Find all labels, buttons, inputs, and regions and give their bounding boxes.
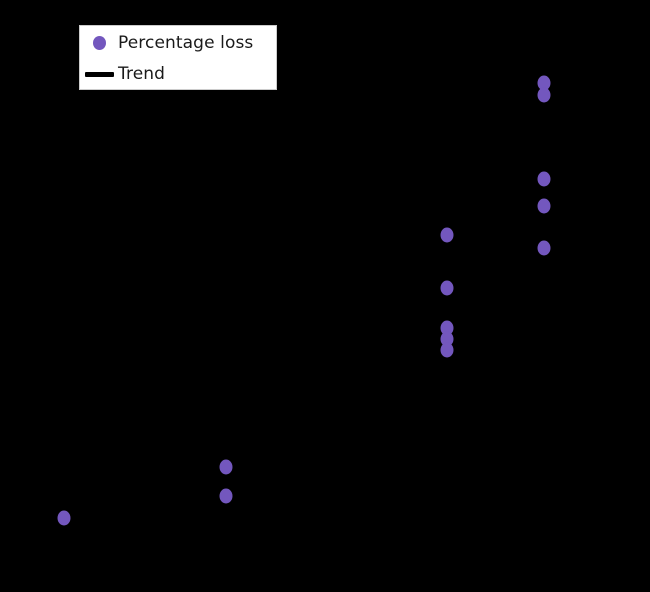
legend-entry-percentage-loss[interactable]: Percentage loss [80, 27, 276, 59]
legend-label-trend: Trend [118, 63, 166, 84]
data-point [440, 342, 454, 358]
data-point [537, 198, 551, 214]
data-point [219, 488, 233, 504]
data-point [537, 240, 551, 256]
data-point [537, 87, 551, 103]
legend-line-marker [84, 71, 114, 77]
legend-label-percentage-loss: Percentage loss [118, 32, 254, 53]
legend-entry-trend[interactable]: Trend [80, 58, 276, 90]
data-point [537, 171, 551, 187]
legend-marker-handle [80, 27, 118, 59]
data-point [57, 510, 71, 526]
data-point [440, 280, 454, 296]
legend: Percentage loss Trend [79, 25, 277, 90]
data-point [219, 459, 233, 475]
data-point [440, 227, 454, 243]
legend-circle-marker [92, 36, 106, 50]
legend-marker-handle [80, 58, 118, 90]
data-point [537, 75, 551, 91]
